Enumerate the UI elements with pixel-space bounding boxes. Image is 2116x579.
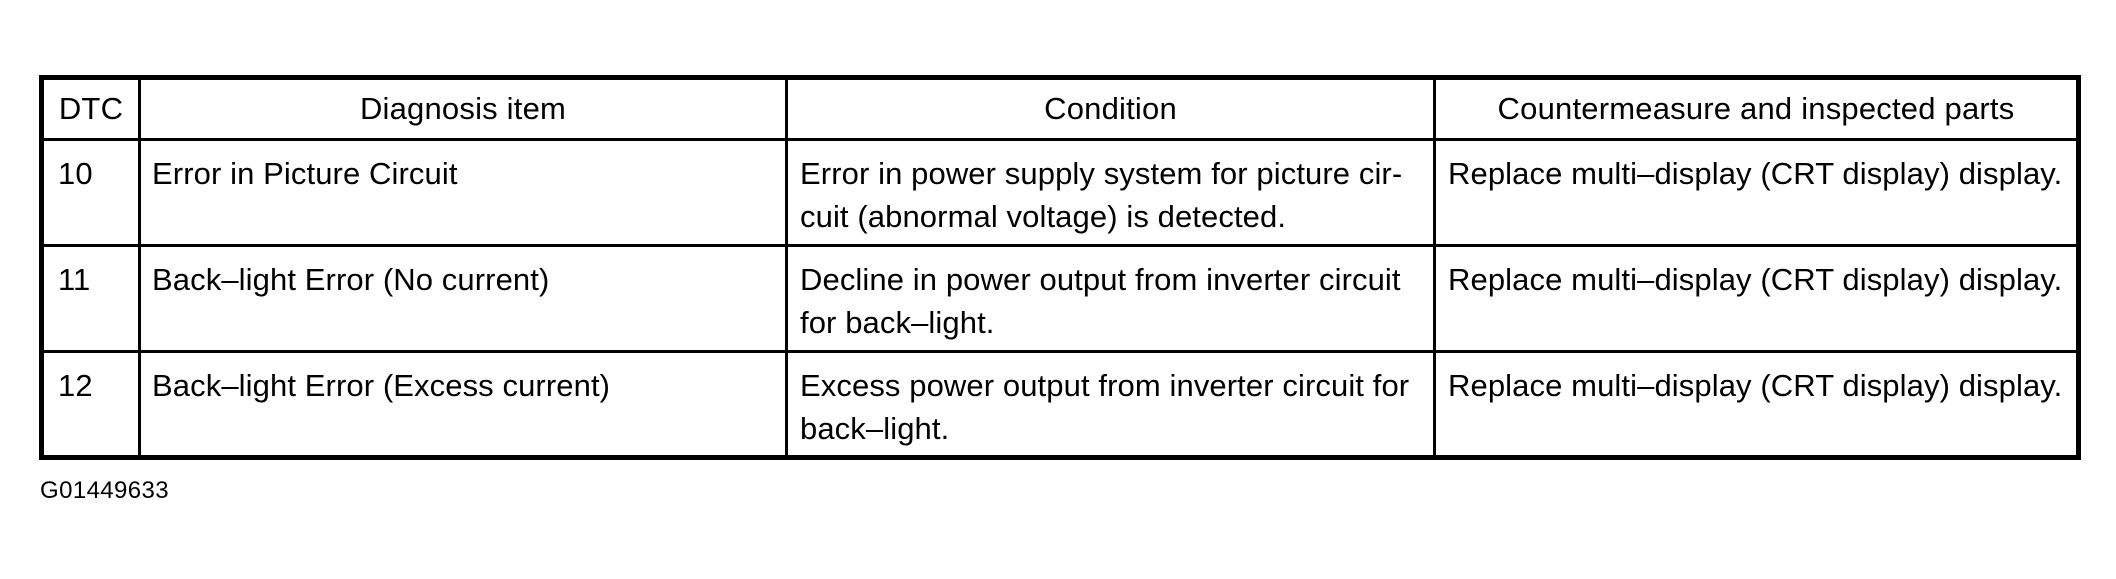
- condition-line-2: for back–light.: [800, 305, 995, 340]
- table-row: 12 Back–light Error (Excess current) Exc…: [40, 350, 2080, 459]
- table-row: 10 Error in Picture Circuit Error in pow…: [40, 138, 2080, 247]
- cell-diagnosis-item: Back–light Error (No current): [138, 244, 788, 353]
- condition-line-1: Error in power supply system for picture…: [800, 156, 1403, 191]
- dtc-code-value: 12: [58, 368, 93, 403]
- countermeasure-text: Replace multi–display (CRT display) disp…: [1448, 368, 2063, 403]
- column-header-condition: Condition: [785, 76, 1436, 141]
- countermeasure-text: Replace multi–display (CRT display) disp…: [1448, 262, 2063, 297]
- cell-diagnosis-item: Error in Picture Circuit: [138, 138, 788, 247]
- column-header-dtc: DTC: [40, 76, 141, 141]
- column-header-diagnosis-item: Diagnosis item: [138, 76, 788, 141]
- condition-text: Error in power supply system for picture…: [788, 141, 1433, 238]
- dtc-diagnosis-table: DTC Diagnosis item Condition Countermeas…: [39, 75, 2081, 460]
- diagnosis-item-text: Back–light Error (Excess current): [152, 368, 611, 403]
- header-row: DTC Diagnosis item Condition Countermeas…: [40, 76, 2080, 141]
- condition-line-1: Excess power output from inverter circui…: [800, 368, 1410, 403]
- cell-dtc-code: 11: [40, 244, 141, 353]
- condition-line-2: cuit (abnormal voltage) is detected.: [800, 199, 1287, 234]
- cell-condition: Decline in power output from inverter ci…: [785, 244, 1436, 353]
- cell-countermeasure: Replace multi–display (CRT display) disp…: [1433, 350, 2080, 459]
- condition-text: Excess power output from inverter circui…: [788, 353, 1433, 450]
- cell-countermeasure: Replace multi–display (CRT display) disp…: [1433, 244, 2080, 353]
- column-header-countermeasure: Countermeasure and inspected parts: [1433, 76, 2080, 141]
- cell-condition: Error in power supply system for picture…: [785, 138, 1436, 247]
- diagnosis-item-text: Back–light Error (No current): [152, 262, 550, 297]
- table-row: 11 Back–light Error (No current) Decline…: [40, 244, 2080, 353]
- table-header: DTC Diagnosis item Condition Countermeas…: [40, 76, 2080, 141]
- dtc-code-value: 10: [58, 156, 93, 191]
- condition-line-1: Decline in power output from inverter ci…: [800, 262, 1401, 297]
- condition-text: Decline in power output from inverter ci…: [788, 247, 1433, 344]
- figure-id-caption: G01449633: [40, 477, 170, 504]
- diagnosis-item-text: Error in Picture Circuit: [152, 156, 458, 191]
- cell-dtc-code: 10: [40, 138, 141, 247]
- cell-countermeasure: Replace multi–display (CRT display) disp…: [1433, 138, 2080, 247]
- cell-dtc-code: 12: [40, 350, 141, 459]
- cell-condition: Excess power output from inverter circui…: [785, 350, 1436, 459]
- countermeasure-text: Replace multi–display (CRT display) disp…: [1448, 156, 2063, 191]
- cell-diagnosis-item: Back–light Error (Excess current): [138, 350, 788, 459]
- condition-line-2: back–light.: [800, 411, 950, 446]
- dtc-code-value: 11: [58, 262, 91, 297]
- table-body: 10 Error in Picture Circuit Error in pow…: [40, 138, 2080, 459]
